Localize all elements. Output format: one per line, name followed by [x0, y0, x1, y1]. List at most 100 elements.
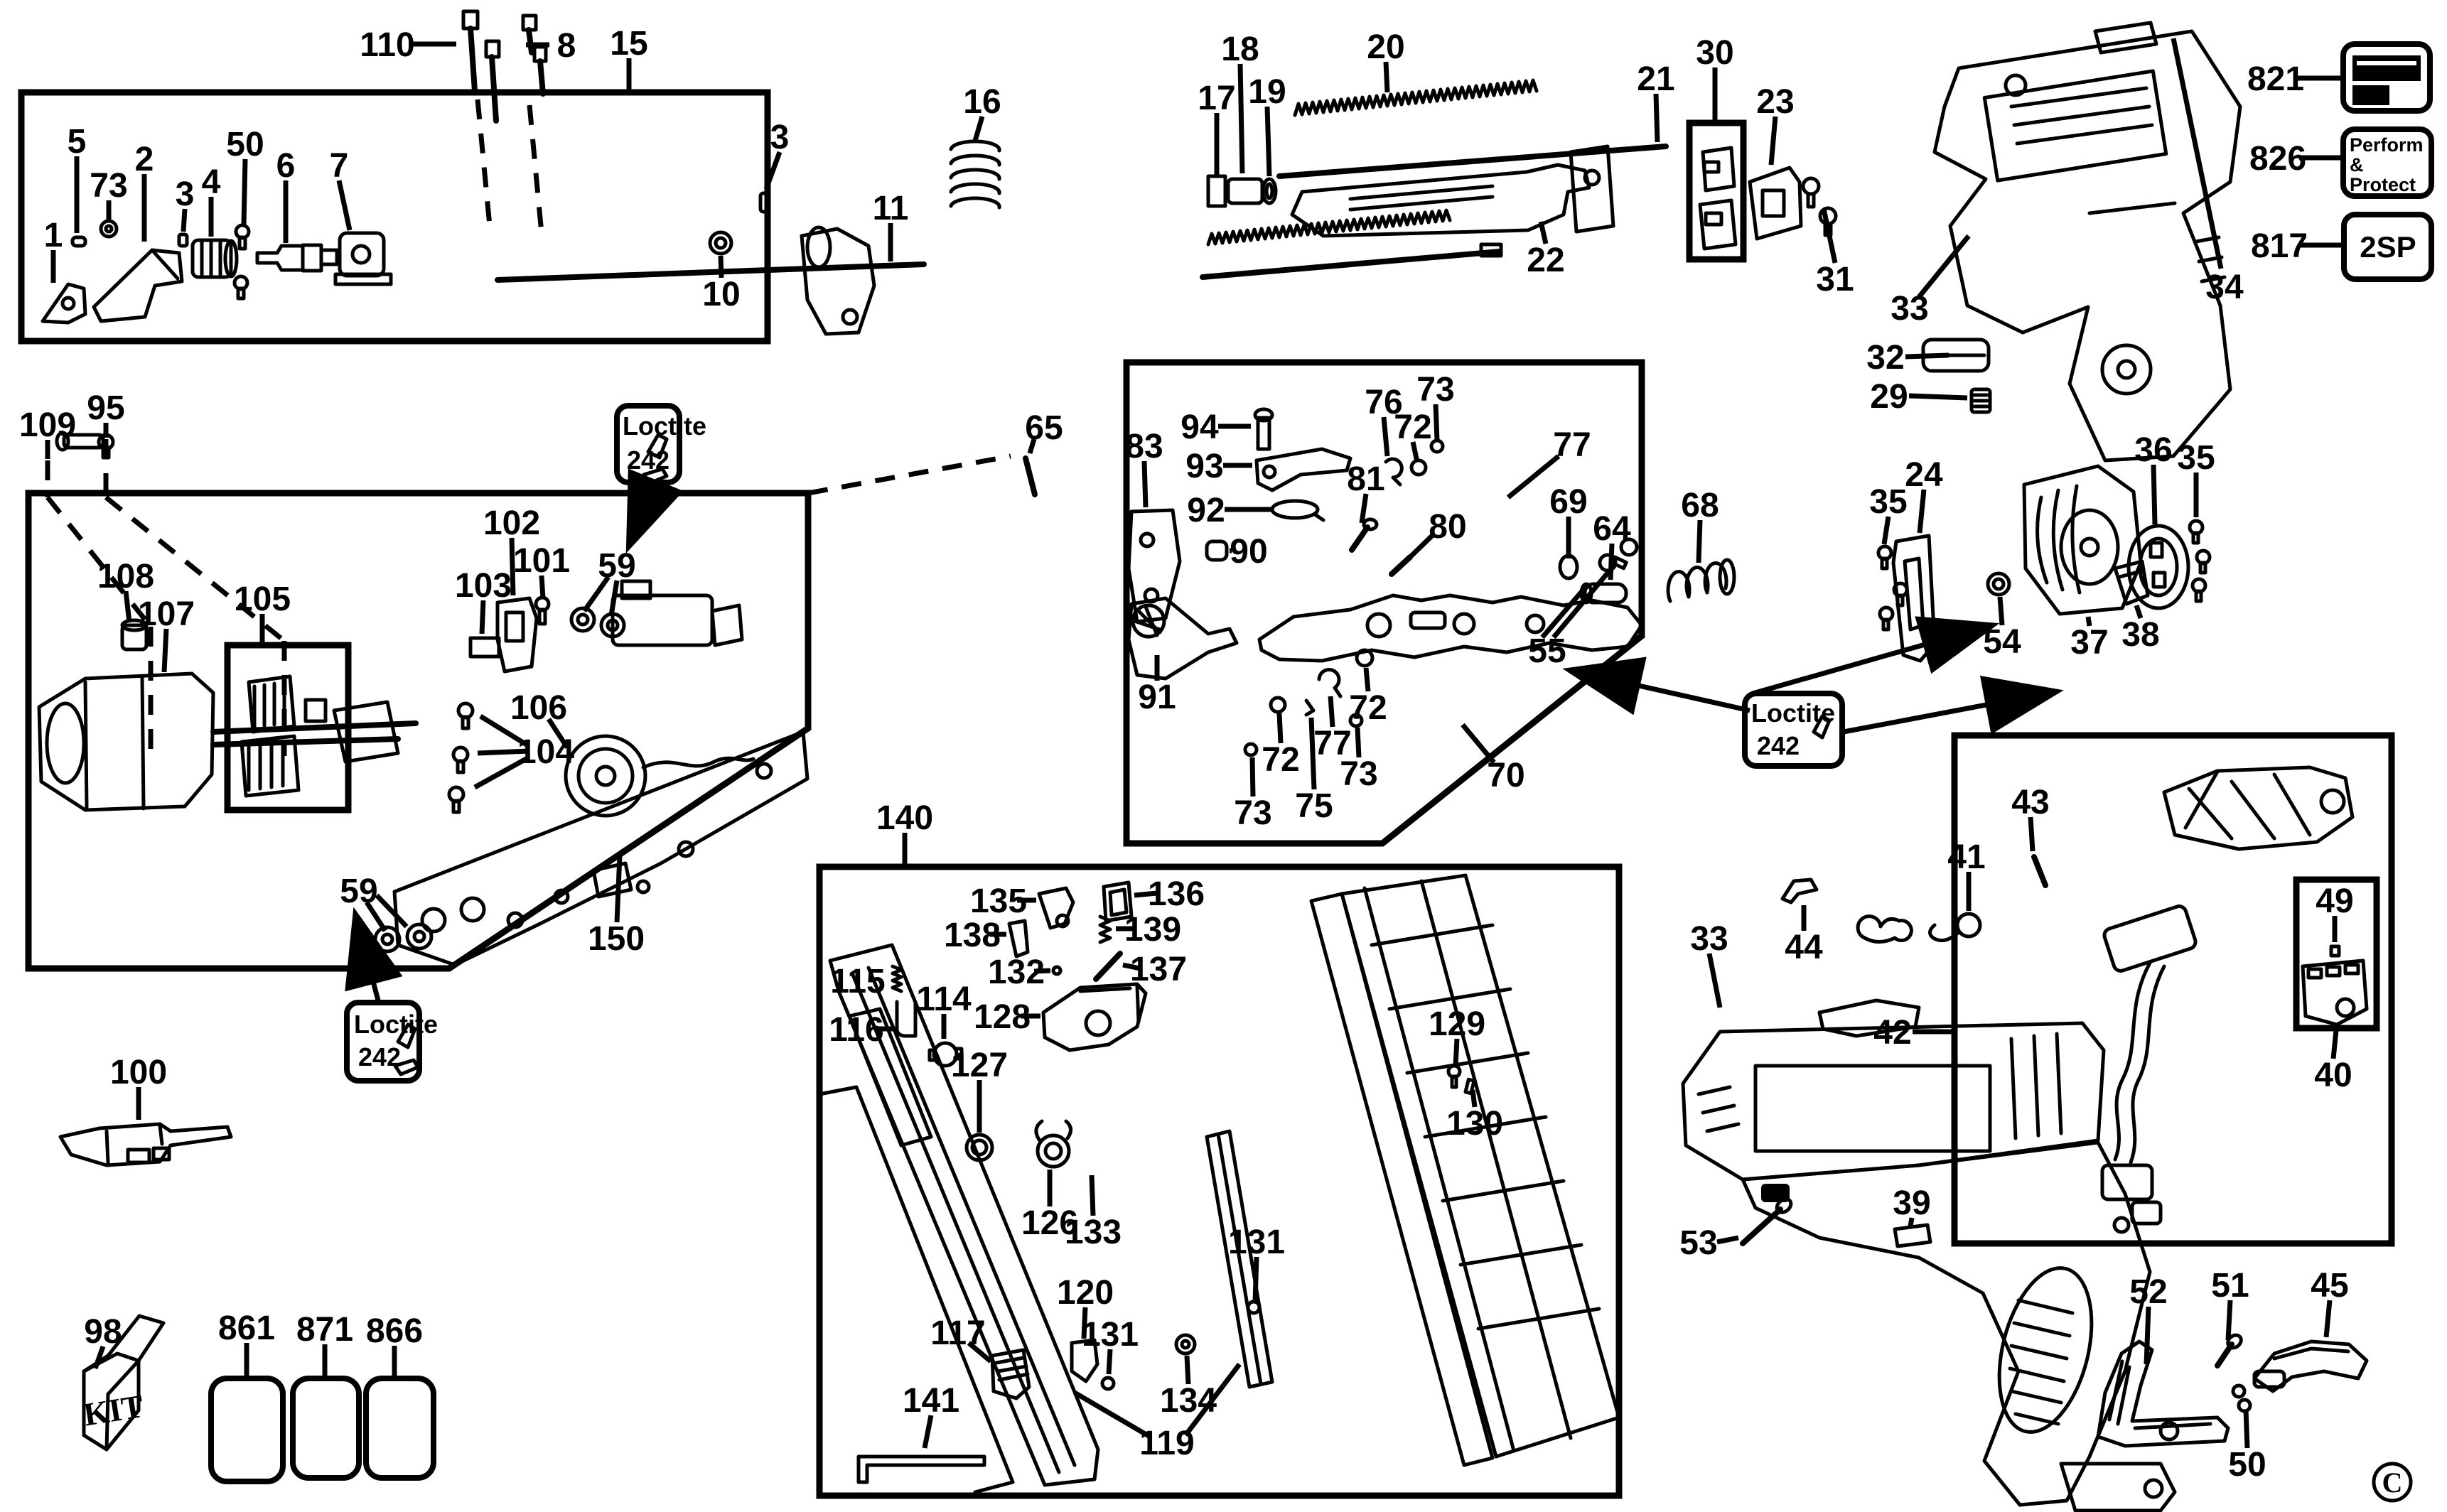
callout-139: 139: [1124, 911, 1181, 949]
leader-line: [1908, 1217, 1915, 1227]
leader-line: [123, 590, 132, 623]
callout-130: 130: [1446, 1105, 1503, 1143]
callout-80: 80: [1429, 508, 1466, 546]
callout-128: 128: [974, 998, 1031, 1036]
callout-20: 20: [1367, 28, 1404, 66]
leader-line: [1905, 352, 1949, 360]
callout-83: 83: [1125, 428, 1163, 465]
callout-43: 43: [2011, 784, 2049, 821]
callout-102: 102: [483, 504, 540, 542]
leader-line: [763, 151, 782, 190]
leader-line: [1141, 460, 1149, 508]
callout-140: 140: [876, 799, 933, 837]
spring-68: [1666, 561, 1728, 603]
leader-line: [1308, 717, 1317, 790]
leader-line: [92, 1345, 106, 1370]
callout-72: 72: [1262, 741, 1299, 779]
callout-45: 45: [2311, 1267, 2348, 1305]
callout-53: 53: [1679, 1224, 1717, 1262]
callout-73: 73: [1340, 755, 1377, 793]
leader-line: [181, 208, 188, 232]
box-15: [18, 89, 771, 345]
callout-91: 91: [1138, 679, 1176, 716]
callout-107: 107: [138, 595, 195, 633]
leader-line: [161, 628, 169, 673]
leader-line: [1453, 1038, 1460, 1066]
leader-line: [2028, 816, 2035, 852]
loctite-note-2: Loctite 242: [344, 1000, 438, 1084]
parts-right-middle: [1876, 464, 2212, 663]
special-labels: Loctite 242 Loctite 242 Loctite 242: [81, 41, 2434, 1503]
leader-line: [539, 575, 546, 599]
callout-21: 21: [1637, 60, 1674, 98]
callout-50: 50: [226, 126, 264, 163]
leader-line: [1653, 93, 1660, 143]
leader-line: [1134, 890, 1158, 898]
callout-105: 105: [234, 580, 291, 618]
leader-line: [475, 99, 493, 234]
part-100: [58, 1122, 233, 1167]
leader-line: [1383, 61, 1390, 93]
callout-134: 134: [1160, 1382, 1217, 1420]
leader-line: [1089, 1174, 1096, 1216]
callout-108: 108: [97, 558, 154, 595]
leader-line: [1696, 519, 1703, 563]
callout-92: 92: [1187, 492, 1225, 529]
callout-68: 68: [1681, 487, 1719, 524]
parts-top-right-tool: [1921, 21, 2242, 463]
loctite-note-1: Loctite 242: [614, 403, 706, 485]
callout-94: 94: [1181, 409, 1219, 446]
leader-line: [1328, 696, 1335, 728]
callout-23: 23: [1756, 83, 1794, 121]
callout-31: 31: [1816, 261, 1854, 298]
callout-44: 44: [1785, 929, 1823, 966]
callout-77: 77: [1553, 426, 1591, 464]
kit-item-861-box: [208, 1376, 286, 1484]
callout-106: 106: [510, 689, 567, 727]
callout-35: 35: [2177, 439, 2215, 477]
leader-line: [1359, 493, 1369, 524]
parts-bottom-right: [2096, 1333, 2369, 1448]
callout-33: 33: [1690, 920, 1728, 958]
callout-37: 37: [2070, 624, 2108, 662]
box-42: [1951, 732, 2395, 1247]
callout-17: 17: [1198, 80, 1235, 117]
note-arrow: [1752, 616, 2000, 696]
leader-line: [608, 580, 620, 616]
leader-line: [1608, 543, 1615, 580]
leader-line: [1073, 1390, 1151, 1440]
kit-item-871-box: [290, 1376, 362, 1481]
callout-131: 131: [1082, 1316, 1139, 1354]
callout-7: 7: [330, 147, 349, 185]
leader-line: [2330, 1030, 2339, 1059]
parts-box42: [2100, 765, 2369, 1234]
callout-861: 861: [218, 1310, 275, 1347]
callout-49: 49: [2316, 882, 2353, 920]
callout-138: 138: [944, 917, 1001, 954]
callout-5: 5: [68, 123, 87, 161]
leader-line: [614, 855, 623, 923]
leader-line: [1381, 416, 1390, 457]
callout-39: 39: [1893, 1184, 1930, 1222]
callout-126: 126: [1021, 1204, 1078, 1242]
callout-81: 81: [1347, 460, 1384, 498]
leader-line: [1249, 757, 1256, 797]
badge-826-perform-protect: Perform & Protect: [2340, 126, 2434, 199]
parts-box150: [37, 431, 1038, 967]
badge-826-line1: Perform: [2350, 134, 2424, 156]
note-arrow: [1843, 675, 2064, 735]
leader-lines: [45, 38, 2341, 1449]
leader-line: [2151, 464, 2158, 525]
leader-line: [922, 1415, 934, 1449]
leader-line: [1363, 667, 1371, 692]
leader-line: [2171, 38, 2224, 269]
callout-100: 100: [110, 1054, 167, 1091]
leader-line: [1821, 208, 1838, 264]
leader-line: [2085, 616, 2092, 627]
leader-line: [1237, 63, 1245, 174]
callout-103: 103: [455, 567, 512, 605]
callout-109: 109: [19, 406, 76, 444]
leader-line: [1407, 532, 1436, 561]
callout-817: 817: [2251, 227, 2308, 265]
